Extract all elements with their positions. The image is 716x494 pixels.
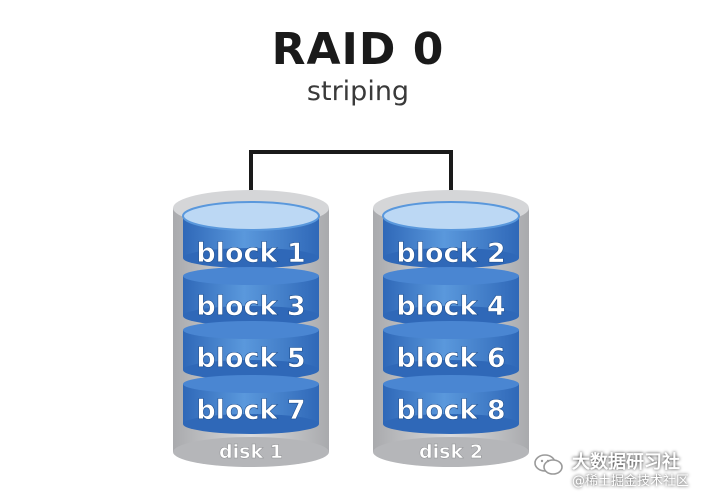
raid-connector-line bbox=[249, 150, 453, 209]
disk-2-label: disk 2 bbox=[419, 441, 483, 463]
disk-1-block-1 bbox=[182, 201, 320, 268]
disk-2: block 2 block 4 block 6 block 8 disk 2 bbox=[373, 190, 529, 467]
disk-1-label: disk 1 bbox=[219, 441, 283, 463]
disk-1-block-4 bbox=[183, 375, 319, 434]
wechat-icon bbox=[534, 454, 563, 475]
disk-2-block-label: block 6 bbox=[396, 343, 505, 374]
disk-2-block-label: block 2 bbox=[396, 238, 505, 269]
disk-2-block-3 bbox=[383, 321, 519, 380]
disk-2-block-1 bbox=[382, 201, 520, 268]
disk-1-block-label: block 3 bbox=[196, 291, 305, 322]
disk-2-block-4 bbox=[383, 375, 519, 434]
disk-1-block-2 bbox=[183, 267, 319, 326]
disk-1: block 1 block 3 block 5 block 7 disk 1 bbox=[173, 190, 329, 467]
watermark-account-name: 大数据研习社 bbox=[572, 452, 680, 473]
disk-2-block-label: block 4 bbox=[396, 291, 505, 322]
disk-1-bottom bbox=[173, 437, 329, 467]
diagram-title: RAID 0 bbox=[271, 24, 445, 75]
disk-1-block-label: block 1 bbox=[196, 238, 305, 269]
disk-1-block-label: block 7 bbox=[196, 395, 305, 426]
disk-2-bottom bbox=[373, 437, 529, 467]
disk-2-block-2 bbox=[383, 267, 519, 326]
disk-2-block-label: block 8 bbox=[396, 395, 505, 426]
disk-1-block-label: block 5 bbox=[196, 343, 305, 374]
watermark: 大数据研习社 @稀土掘金技术社区 bbox=[528, 444, 716, 489]
disk-1-block-3 bbox=[183, 321, 319, 380]
diagram-subtitle: striping bbox=[306, 76, 410, 107]
watermark-source: @稀土掘金技术社区 bbox=[572, 474, 690, 489]
